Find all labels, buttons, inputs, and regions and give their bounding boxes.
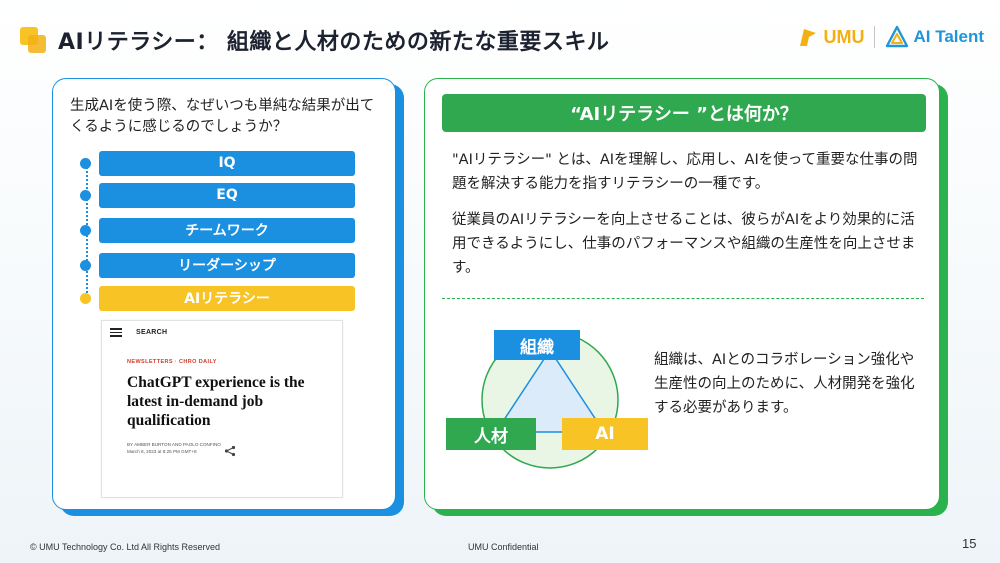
brand-logos: UMU AI Talent: [797, 22, 984, 52]
umu-flag-icon: [800, 29, 817, 46]
title-square-icon: [18, 25, 48, 55]
benefit-paragraph: 従業員のAIリテラシーを向上させることは、彼らがAIをより効果的に活用できるよう…: [452, 212, 916, 276]
skill-item: EQ: [80, 182, 355, 208]
news-article-card: SEARCH NEWSLETTERS · CHRO DAILY ChatGPT …: [101, 320, 343, 498]
skill-label: チームワーク: [99, 217, 355, 243]
umu-logo-text: UMU: [823, 26, 865, 47]
section-divider: [442, 298, 924, 299]
timeline-dot: [80, 259, 91, 271]
footer-confidential: UMU Confidential: [468, 542, 539, 552]
timeline-dot: [80, 292, 91, 304]
skill-item: チームワーク: [80, 217, 355, 243]
page-number: 15: [962, 536, 977, 551]
organization-description: 組織は、AIとのコラボレーション強化や生産性の向上のために、人材開発を強化する必…: [654, 352, 915, 416]
skill-label: リーダーシップ: [99, 252, 355, 278]
timeline-dot: [80, 224, 91, 236]
skill-label: IQ: [99, 150, 355, 176]
umu-logo: UMU: [797, 26, 864, 48]
org-human-ai-diagram: 組織 人材 AI: [444, 320, 654, 480]
logo-divider: [874, 26, 876, 48]
skill-label: EQ: [99, 182, 355, 208]
ai-talent-logo: AI Talent: [885, 25, 984, 49]
skill-item: IQ: [80, 150, 355, 176]
diagram-label-org: 組織: [494, 330, 580, 360]
share-icon: [224, 445, 236, 457]
skill-item-highlighted: AIリテラシー: [80, 285, 355, 311]
skill-label: AIリテラシー: [99, 285, 355, 311]
timeline-dot: [80, 189, 91, 201]
question-text: 生成AIを使う際、なぜいつも単純な結果が出てくるように感じるのでしょうか？: [70, 98, 375, 135]
diagram-label-ai: AI: [562, 418, 648, 450]
slide-header: AIリテラシー： 組織と人材のための新たな重要スキル: [18, 20, 609, 60]
diagram-label-human: 人材: [446, 418, 536, 450]
article-authors: BY AMBER BURTON AND PAOLO CONFINO: [127, 442, 221, 447]
article-headline: ChatGPT experience is the latest in-dema…: [127, 374, 305, 429]
definition-header: “AIリテラシー ”とは何か？: [442, 94, 926, 132]
article-byline: BY AMBER BURTON AND PAOLO CONFINO March …: [127, 441, 221, 455]
footer-copyright: © UMU Technology Co. Ltd All Rights Rese…: [30, 542, 221, 552]
article-search-label: SEARCH: [136, 329, 168, 336]
article-header: SEARCH: [110, 328, 167, 337]
definition-paragraph: "AIリテラシー" とは、AIを理解し、応用し、AIを使って重要な仕事の問題を解…: [452, 152, 918, 192]
ai-talent-triangle-icon: [886, 25, 909, 48]
article-kicker: NEWSLETTERS · CHRO DAILY: [127, 359, 217, 365]
page-title: AIリテラシー： 組織と人材のための新たな重要スキル: [58, 30, 610, 55]
menu-icon: [110, 328, 122, 337]
article-date: March 8, 2023 at 8:25 PM GMT+8: [127, 449, 197, 454]
ai-talent-logo-text: AI Talent: [913, 27, 984, 46]
skill-item: リーダーシップ: [80, 252, 355, 278]
timeline-dot: [80, 157, 91, 169]
